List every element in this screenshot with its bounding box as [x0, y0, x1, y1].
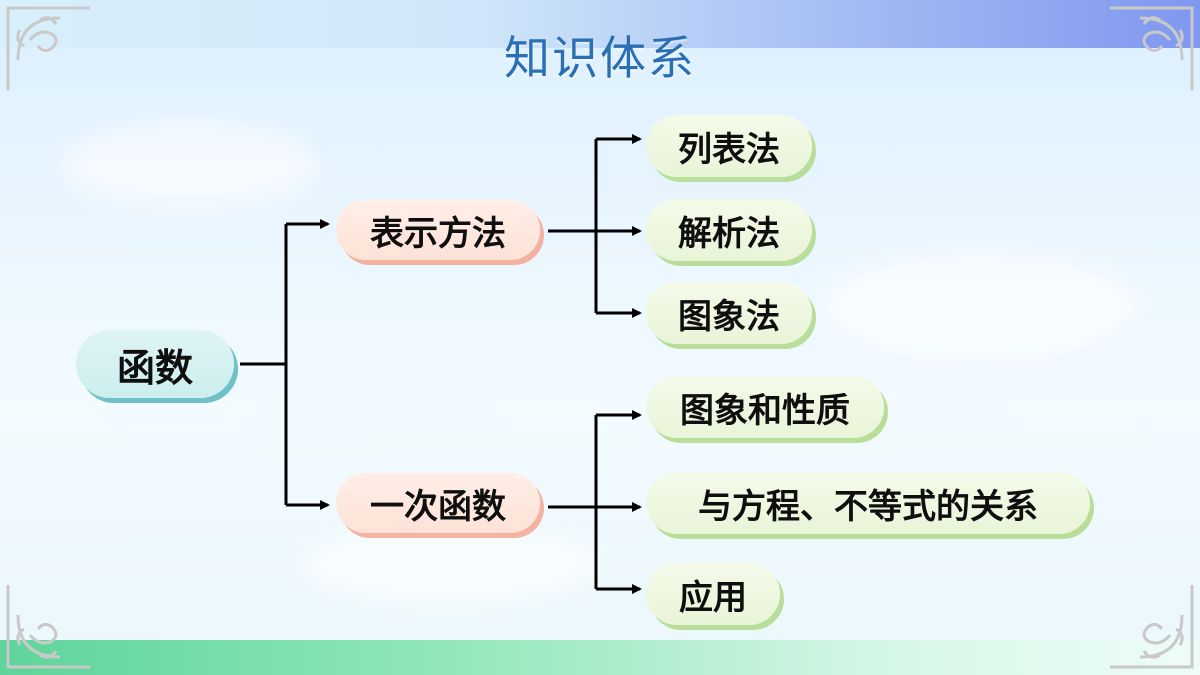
leaf-node-graph-and-properties: 图象和性质: [646, 376, 884, 438]
background-cloud: [60, 120, 320, 210]
leaf-node-label: 图象法: [678, 296, 780, 337]
background-cloud: [820, 250, 1140, 360]
leaf-node-table-method: 列表法: [646, 115, 812, 177]
root-node: 函数: [76, 330, 234, 398]
leaf-node-label: 列表法: [678, 129, 780, 170]
corner-ornament-top-left: [6, 6, 90, 90]
corner-ornament-top-right: [1110, 6, 1194, 90]
leaf-node-label: 图象和性质: [680, 390, 850, 431]
leaf-node-label: 应用: [679, 577, 747, 618]
branch-node-linear-function: 一次函数: [336, 473, 540, 533]
root-node-label: 函数: [116, 345, 193, 390]
branch-node-representation: 表示方法: [336, 200, 540, 260]
background-cloud: [300, 520, 600, 610]
leaf-node-graph-method: 图象法: [646, 282, 812, 344]
corner-ornament-bottom-right: [1110, 585, 1194, 669]
top-banner: [0, 0, 1200, 48]
bottom-banner: [0, 640, 1200, 675]
leaf-node-application: 应用: [646, 563, 780, 625]
leaf-node-label: 与方程、不等式的关系: [698, 486, 1038, 527]
branch-node-label: 一次函数: [370, 486, 506, 527]
page-title: 知识体系: [504, 31, 696, 85]
corner-ornament-bottom-left: [6, 585, 90, 669]
leaf-node-analytic-method: 解析法: [646, 199, 812, 261]
branch-node-label: 表示方法: [370, 213, 506, 254]
leaf-node-label: 解析法: [678, 213, 780, 254]
leaf-node-equations-inequalities: 与方程、不等式的关系: [646, 472, 1090, 534]
